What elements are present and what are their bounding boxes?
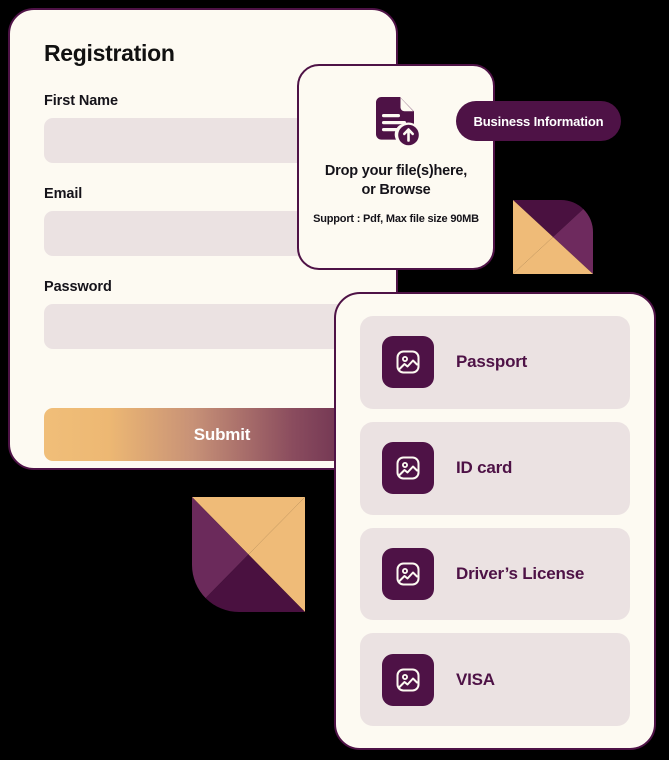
first-name-label: First Name <box>44 93 118 109</box>
decorative-corner-shape-large <box>192 497 305 612</box>
status-badge: Business Information <box>456 101 621 141</box>
list-item-drivers-license[interactable]: Driver’s License <box>360 527 630 621</box>
list-item-label: ID card <box>456 458 513 478</box>
list-item-passport[interactable]: Passport <box>360 316 630 409</box>
file-upload-card[interactable]: Drop your file(s)here, or Browse Support… <box>297 64 495 270</box>
upload-instruction-line-1: Drop your file(s)here, <box>324 163 468 179</box>
image-icon <box>382 442 434 495</box>
page-title: Registration <box>44 40 175 66</box>
list-item-label: VISA <box>456 669 495 689</box>
list-item-label: Driver’s License <box>456 563 585 583</box>
decorative-corner-shape-small <box>513 200 593 274</box>
upload-support-text: Support : Pdf, Max file size 90MB <box>313 213 479 226</box>
image-icon <box>382 653 434 706</box>
document-upload-icon <box>376 97 421 148</box>
image-icon <box>382 336 434 389</box>
list-item-label: Passport <box>456 352 528 372</box>
list-item-id-card[interactable]: ID card <box>360 421 630 515</box>
image-icon <box>382 547 434 600</box>
upload-instruction-line-2[interactable]: or Browse <box>361 182 431 199</box>
document-type-list-card: Passport ID card Driver’s License <box>334 292 656 750</box>
password-input[interactable] <box>44 304 362 349</box>
list-item-visa[interactable]: VISA <box>360 633 630 726</box>
email-label: Email <box>44 186 83 202</box>
upload-instruction: Drop your file(s)here, or Browse <box>317 162 475 200</box>
password-field-group: Password <box>44 279 362 372</box>
password-label: Password <box>44 279 112 295</box>
